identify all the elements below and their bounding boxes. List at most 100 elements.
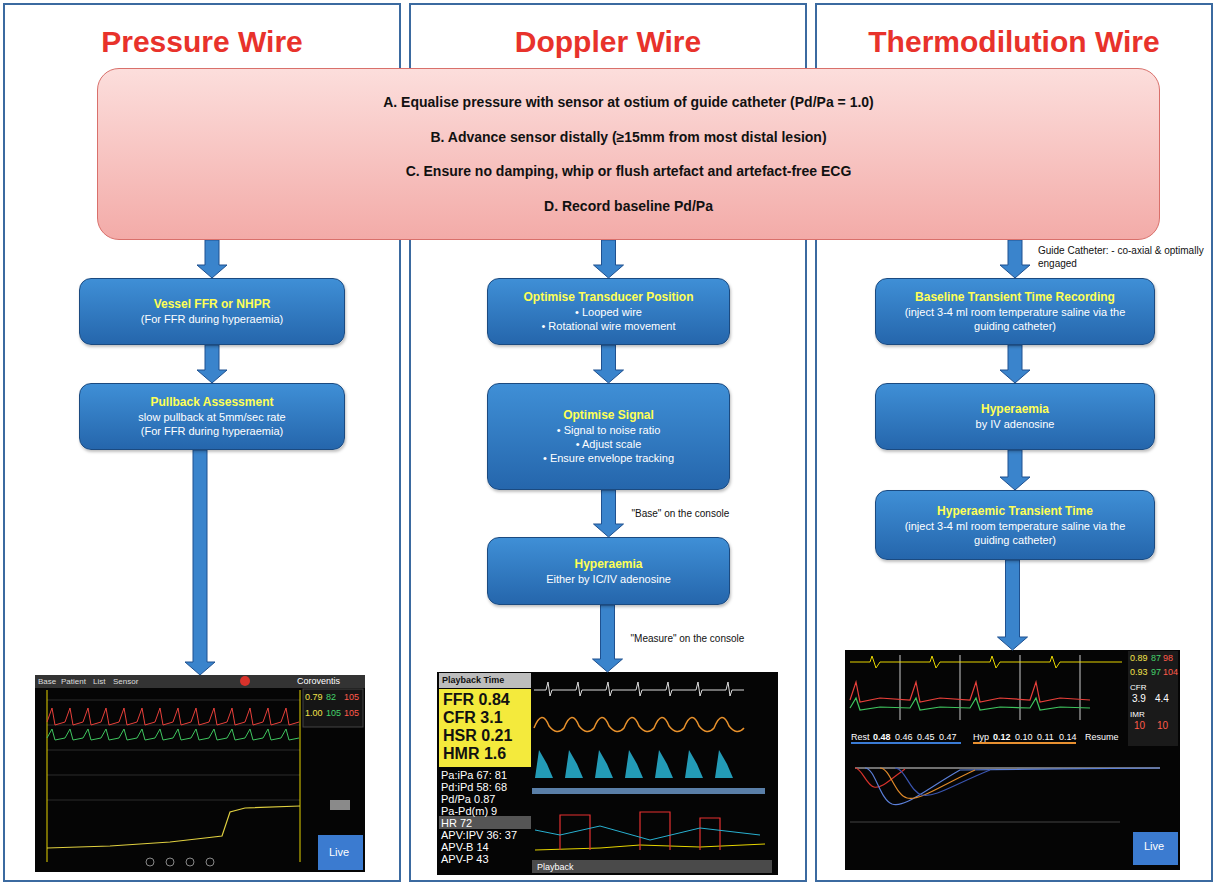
grid-lines <box>47 700 300 800</box>
screen-readout: 0.47 <box>939 732 957 742</box>
box-text: • Signal to noise ratio <box>557 423 661 437</box>
screen-readout: 0.11 <box>1037 732 1054 742</box>
screen-readout: 105 <box>326 708 341 718</box>
trend-cyan <box>535 826 760 840</box>
block-arrow <box>594 345 624 383</box>
side-icon <box>330 800 350 810</box>
pressure-trace <box>534 717 744 731</box>
screen-readout: Coroventis <box>297 676 340 686</box>
screen-readout: Base <box>38 677 56 686</box>
block-arrow <box>594 240 624 278</box>
monitor-screen: Playback TimeFFR 0.84CFR 3.1HSR 0.21HMR … <box>437 672 778 875</box>
step-text: A. Equalise pressure with sensor at osti… <box>383 93 874 111</box>
curve-blue <box>865 768 1160 805</box>
box-text: slow pullback at 5mm/sec rate <box>138 410 285 424</box>
box-text: • Ensure envelope tracking <box>543 451 674 465</box>
tab-bar <box>35 675 365 688</box>
screen-readout: Sensor <box>113 677 138 686</box>
rest-underline <box>851 742 961 744</box>
live-button <box>318 835 363 870</box>
screen-readout: Rest <box>851 732 870 742</box>
process-box: Hyperaemic Transient Time(inject 3-4 ml … <box>875 490 1155 560</box>
screen-readout: Resume <box>1085 732 1119 742</box>
trend-yellow <box>535 844 765 850</box>
panel-heading: Doppler Wire <box>411 24 805 60</box>
screen-readout: Playback Time <box>442 675 504 685</box>
stop-icon <box>240 676 250 686</box>
screen-readout: 105 <box>344 708 359 718</box>
scroll-bar <box>532 788 765 794</box>
block-arrow <box>1000 345 1030 383</box>
ecg-trace <box>850 656 1122 668</box>
marker-lines <box>47 690 300 862</box>
beat-markers <box>900 655 1080 720</box>
screen-ground <box>35 675 365 872</box>
edge-label: Guide Catheter: - co-axial & optimally e… <box>1036 244 1210 270</box>
screen-readout: List <box>93 677 105 686</box>
screen-readout: 0.93 <box>1130 667 1148 677</box>
block-arrow <box>593 605 623 672</box>
process-box: HyperaemiaEither by IC/IV adenosine <box>487 537 730 605</box>
block-arrow <box>1000 450 1030 490</box>
value-panel <box>303 689 363 727</box>
screen-readout: Live <box>1144 840 1164 853</box>
result-highlight <box>439 689 531 767</box>
box-text: by IV adenosine <box>976 417 1055 431</box>
screen-readout: Hyp <box>973 732 989 742</box>
trend-red <box>560 812 720 850</box>
toolbar-icons <box>146 858 214 866</box>
screen-readout: 0.14 <box>1059 732 1077 742</box>
screen-readout: 82 <box>326 692 336 702</box>
screen-readout: 10 <box>1134 720 1145 732</box>
row-highlight <box>439 816 531 829</box>
title-bar <box>439 673 531 688</box>
step-text: B. Advance sensor distally (≥15mm from m… <box>430 128 826 146</box>
box-text: (For FFR during hyperaemia) <box>141 424 283 438</box>
monitor-screen: 0.8987980.9397104CFR3.94.4IMR1010Rest0.4… <box>845 650 1180 870</box>
edge-label: "Measure" on the console <box>629 632 747 645</box>
step-text: D. Record baseline Pd/Pa <box>544 197 713 215</box>
screen-readout: CFR <box>1130 683 1146 692</box>
curve-red <box>855 768 905 787</box>
doppler-screenshot <box>437 672 778 875</box>
screen-readout: Patient <box>61 677 86 686</box>
ecg-trace <box>534 682 744 696</box>
screen-readout: 87 <box>1151 653 1161 663</box>
screen-readout: 0.12 <box>993 732 1011 742</box>
curve-navy <box>895 768 990 795</box>
toolbar-line <box>850 822 1120 823</box>
screen-readout: 105 <box>344 692 359 702</box>
screen-readout: 104 <box>1163 667 1178 677</box>
box-title: Hyperaemic Transient Time <box>937 504 1093 519</box>
thermo-screenshot <box>845 650 1180 870</box>
block-arrow <box>998 560 1028 650</box>
box-text: (inject 3-4 ml room temperature saline v… <box>886 305 1144 333</box>
process-box: Optimise Signal• Signal to noise ratio• … <box>487 383 730 490</box>
box-title: Baseline Transient Time Recording <box>915 290 1115 305</box>
block-arrow <box>185 450 215 675</box>
box-title: Optimise Transducer Position <box>523 290 693 305</box>
value-panel <box>1128 651 1178 746</box>
box-text: • Rotational wire movement <box>541 319 675 333</box>
pd-trace <box>850 698 1090 710</box>
screen-readout: 0.45 <box>917 732 935 742</box>
screen-ground <box>845 650 1180 870</box>
screen-readout: CFR 3.1 <box>443 709 503 727</box>
block-arrow <box>197 240 227 278</box>
screen-readout: 0.48 <box>873 732 891 742</box>
block-arrow <box>594 490 624 537</box>
screen-readout: APV:IPV 36: 37 <box>441 829 517 842</box>
block-arrow <box>197 345 227 383</box>
screen-readout: 1.00 <box>305 708 323 718</box>
process-box: Pullback Assessmentslow pullback at 5mm/… <box>79 383 345 450</box>
pa-trace <box>850 682 1090 702</box>
box-text: • Adjust scale <box>576 437 642 451</box>
panel-heading: Pressure Wire <box>5 24 399 60</box>
screen-readout: Pd:iPd 58: 68 <box>441 781 507 794</box>
screen-readout: HR 72 <box>441 817 472 830</box>
box-title: Optimise Signal <box>563 408 654 423</box>
common-steps-box: A. Equalise pressure with sensor at osti… <box>97 68 1160 240</box>
step-text: C. Ensure no damping, whip or flush arte… <box>406 162 852 180</box>
block-arrow <box>1000 240 1030 278</box>
screen-readout: 97 <box>1151 667 1161 677</box>
